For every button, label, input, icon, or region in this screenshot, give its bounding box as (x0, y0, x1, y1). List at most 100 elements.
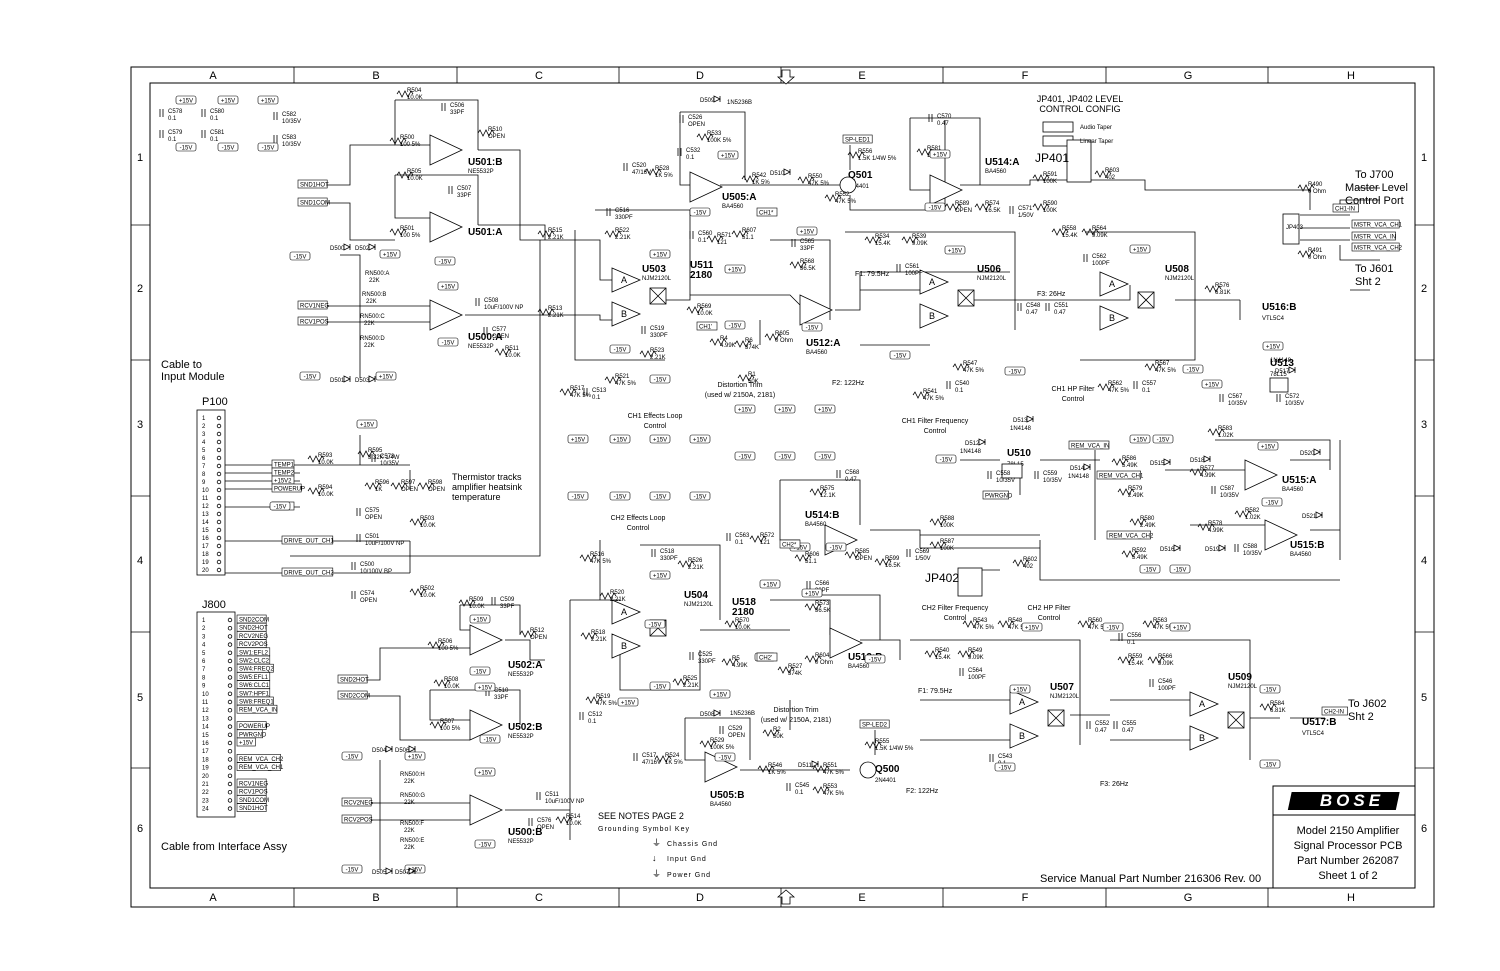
component-ref: C580 (210, 109, 225, 115)
resistor-symbol (604, 230, 622, 238)
jp-config-line1: JP401, JP402 LEVEL (1037, 94, 1124, 104)
resistor-symbol (724, 620, 742, 628)
rail-pos15: +15V (383, 253, 397, 259)
rail-neg15: -15V (1264, 763, 1277, 769)
component-value: 10/35V (380, 461, 399, 467)
component-value: 10/35V (996, 478, 1015, 484)
component-ref: R4 (720, 336, 728, 342)
f1-ch1: F1: 79.5Hz (855, 271, 890, 278)
ic-ref: U516:B (1262, 302, 1296, 313)
component-ref: C551 (1054, 303, 1069, 309)
component-ref: R590 (1043, 201, 1058, 207)
component-ref: C577 (492, 327, 507, 333)
column-marker-top: F (1022, 70, 1029, 82)
component-ref: C565 (800, 239, 815, 245)
capacitor-symbol (1276, 394, 1281, 402)
component-ref: R577 (1200, 466, 1215, 472)
component-ref: R579 (1128, 486, 1143, 492)
net-tag: REM_VCA_IN (1071, 444, 1109, 450)
component-ref: R602 (1023, 557, 1038, 563)
diode-part: 1N5236B (727, 100, 752, 106)
title-block (1272, 785, 1416, 889)
rail-pos15: +15V (613, 438, 627, 444)
resistor-symbol (912, 391, 930, 399)
component-value: 1.02K (1245, 515, 1261, 521)
diode-symbol (1288, 366, 1296, 374)
rail-neg15: -15V (830, 546, 843, 552)
j800-pin-number: 11 (202, 700, 209, 706)
component-value: 121 (760, 540, 771, 546)
resistor-symbol (804, 655, 822, 663)
resistor-symbol (874, 558, 892, 566)
component-value: 0.1 (168, 137, 177, 143)
title-model: Model 2150 Amplifier (1297, 825, 1400, 837)
component-ref: R503 (420, 516, 435, 522)
resistor-symbol (749, 535, 767, 543)
component-value: 0.1 (735, 540, 744, 546)
opamp-ref: U514:B (805, 510, 839, 521)
component-value: 2.21K (683, 683, 699, 689)
resistor-symbol (477, 129, 495, 137)
p100-pin-number: 19 (202, 560, 209, 566)
opamp-part: BA4560 (1290, 552, 1312, 558)
diode-symbol (1218, 544, 1226, 552)
component-ref: R552 (835, 192, 850, 198)
ic-part: VTL5C4 (1302, 731, 1325, 737)
ch1-hp-line2: Control (1062, 396, 1085, 403)
chassis-gnd-label: Chassis Gnd (667, 841, 718, 848)
column-marker-bottom: E (858, 892, 865, 904)
vca-part: NJM2120L (1228, 684, 1258, 690)
component-value: 2.21K (688, 565, 704, 571)
component-ref: C582 (282, 112, 297, 118)
resistor-network-value: 22K (404, 845, 415, 851)
resistor-symbol (731, 230, 749, 238)
inner-frame (149, 82, 1416, 889)
j800-pin-number: 21 (202, 782, 209, 788)
bose-logo-bg (1287, 792, 1400, 810)
ic-part: 2N4401 (875, 778, 897, 784)
resistor-symbol (929, 518, 947, 526)
f1-ch2: F1: 79.5Hz (918, 688, 953, 695)
rail-pos15: +15V (948, 249, 962, 255)
component-value: 33PF (450, 110, 465, 116)
column-marker-bottom: B (372, 892, 379, 904)
component-value: 1/50V (1018, 213, 1034, 219)
component-value: 2.49K (1140, 523, 1156, 529)
component-value: 33PF (815, 588, 830, 594)
p100-net: DRIVE_OUT_CH1 (284, 539, 334, 545)
component-ref: R606 (805, 552, 820, 558)
resistor-symbol (762, 729, 780, 737)
diode-ref: D512 (965, 441, 980, 447)
rail-pos15: +15V (653, 574, 667, 580)
component-value: 1/50V (915, 556, 931, 562)
capacitor-symbol (896, 264, 901, 272)
diode-symbol (385, 745, 393, 753)
component-ref: R563 (1153, 618, 1168, 624)
resistor-network-ref: RN500:B (362, 292, 386, 298)
capacitor-symbol (806, 581, 811, 589)
component-value: 100PF (905, 271, 923, 277)
capacitor-symbol (906, 549, 911, 557)
diode-symbol (368, 375, 376, 383)
diode-part: 1N5236B (730, 711, 755, 717)
component-ref: R604 (815, 653, 830, 659)
rail-pos15: +15V (1013, 688, 1027, 694)
column-marker-top: G (1184, 70, 1193, 82)
opamp-ref: U514:A (985, 157, 1019, 168)
diode-symbol (1313, 448, 1321, 456)
component-ref: R549 (968, 648, 983, 654)
rail-neg15: -15V (614, 495, 627, 501)
input-gnd-label: Input Gnd (667, 856, 707, 863)
rail-neg15: -15V (819, 455, 832, 461)
net-tag: CH2' (759, 656, 772, 662)
component-ref: C572 (1285, 394, 1300, 400)
j800-pin-number: 1 (202, 618, 206, 624)
dist2-line1: Distortion Trim (773, 707, 818, 714)
resistor-symbol (1012, 559, 1030, 567)
capacitor-symbol (273, 135, 278, 143)
diode-ref: D513 (1013, 418, 1028, 424)
ic-part: 2180 (690, 270, 713, 281)
diode-part: 1N4148 (1270, 358, 1292, 364)
